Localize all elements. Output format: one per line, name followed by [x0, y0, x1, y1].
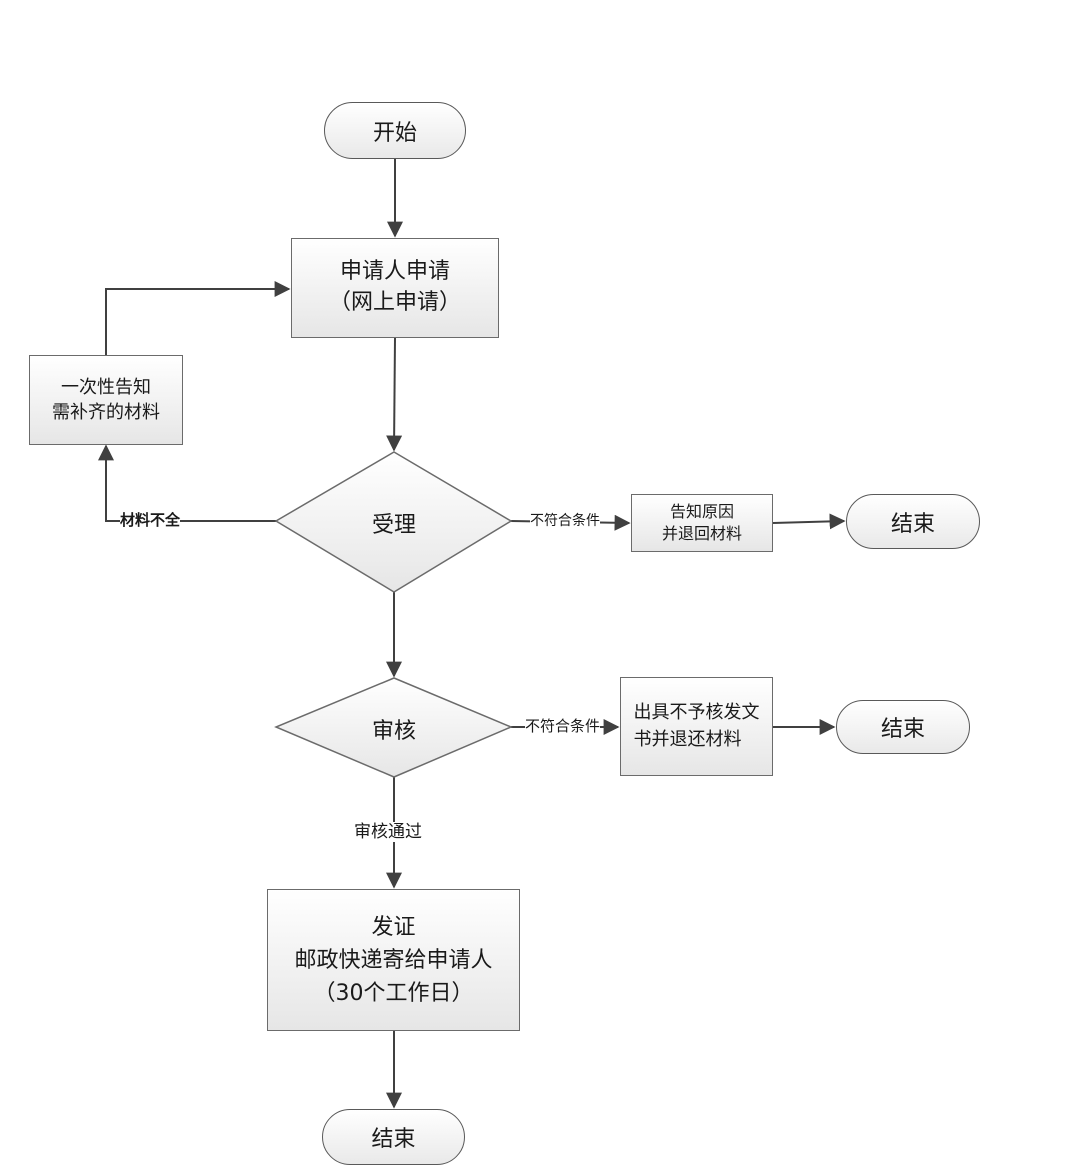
- supplement-line-1: 一次性告知: [61, 376, 151, 398]
- end-node-3: 结束: [322, 1109, 465, 1165]
- apply-node: 申请人申请 （网上申请）: [291, 238, 499, 338]
- review-label-text: 审核: [371, 719, 416, 744]
- decision-accept-shape: [274, 451, 513, 593]
- decision-review-shape: [274, 677, 513, 778]
- review-decision-label: 审核: [344, 713, 444, 745]
- end-node-1: 结束: [846, 494, 980, 549]
- edge-label-not-qualified-1: 不符合条件: [530, 513, 600, 530]
- issue-line-2: 邮政快递寄给申请人: [294, 947, 493, 973]
- apply-line-2: （网上申请）: [328, 290, 461, 315]
- accept-decision-label: 受理: [344, 507, 444, 539]
- issue-line-1: 发证: [371, 914, 416, 940]
- issue-node: 发证 邮政快递寄给申请人 （30个工作日）: [267, 889, 520, 1031]
- issue-line-3: （30个工作日）: [313, 980, 474, 1006]
- reject-review-line-1: 出具不予核发文: [633, 702, 760, 724]
- start-node: 开始: [324, 102, 466, 159]
- end-1-label: 结束: [890, 511, 935, 537]
- edge-label-review-passed: 审核通过: [354, 822, 422, 843]
- end-2-label: 结束: [880, 717, 925, 742]
- edge-label-incomplete: 材料不全: [120, 511, 181, 529]
- reject-accept-line-2: 并退回材料: [661, 524, 742, 543]
- edge-accept-supplement: [98, 444, 276, 522]
- edge-supplement-apply: [105, 281, 291, 356]
- supplement-line-2: 需补齐的材料: [52, 402, 160, 423]
- start-label: 开始: [372, 120, 417, 146]
- edge-apply-accept: [386, 337, 403, 452]
- reject-review-node: 出具不予核发文 书并退还材料: [620, 677, 773, 776]
- end-3-label: 结束: [371, 1127, 416, 1152]
- edge-label-not-qualified-2: 不符合条件: [525, 717, 601, 735]
- supplement-node: 一次性告知 需补齐的材料: [29, 355, 183, 445]
- reject-review-line-2: 书并退还材料: [633, 728, 742, 750]
- edge-reject-end1: [772, 513, 846, 530]
- reject-accept-node: 告知原因 并退回材料: [631, 494, 773, 552]
- reject-accept-line-1: 告知原因: [669, 502, 734, 522]
- apply-line-1: 申请人申请: [339, 259, 450, 285]
- accept-label-text: 受理: [371, 513, 416, 538]
- end-node-2: 结束: [836, 700, 970, 754]
